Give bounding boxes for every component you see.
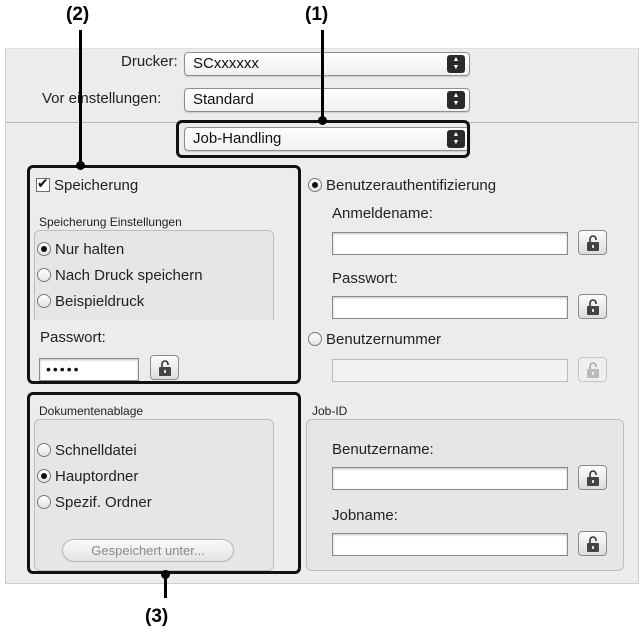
printer-popup-value: SCxxxxxx — [193, 55, 259, 72]
retention-checkbox-box[interactable] — [36, 175, 50, 192]
filing-option-label: Spezif. Ordner — [55, 494, 152, 511]
user-number-field[interactable] — [332, 359, 568, 382]
job-name-field[interactable] — [332, 533, 568, 556]
user-auth-label: Benutzerauthentifizierung — [326, 177, 497, 194]
callout-2-leader — [79, 30, 82, 165]
user-number-option[interactable]: Benutzernummer — [308, 331, 441, 348]
callout-3-leader-dot — [161, 570, 170, 579]
auth-password-label: Passwort: — [332, 270, 398, 287]
auth-password-lock-button[interactable] — [578, 294, 607, 319]
print-dialog-panel: Drucker: SCxxxxxx ▲▼ Vor einstellungen: … — [5, 48, 639, 584]
callout-3-frame — [27, 392, 301, 574]
callout-3-leader — [164, 574, 167, 598]
updown-arrows-icon: ▲▼ — [447, 130, 465, 148]
callout-2-frame — [27, 165, 301, 384]
presets-popup-value: Standard — [193, 91, 254, 108]
radio-quick-file[interactable] — [37, 443, 51, 457]
retention-option-label: Nach Druck speichern — [55, 267, 203, 284]
presets-label: Vor einstellungen: — [42, 90, 162, 107]
radio-store-after-print[interactable] — [37, 268, 51, 282]
filing-option-quick-file[interactable]: Schnelldatei — [37, 442, 137, 459]
callout-1: (1) — [305, 4, 329, 25]
retention-lock-button[interactable] — [150, 355, 179, 380]
lock-icon — [587, 235, 599, 251]
radio-hold-only[interactable] — [37, 242, 51, 256]
job-name-lock-button[interactable] — [578, 531, 607, 556]
callout-1-leader-dot — [318, 116, 327, 125]
login-name-field[interactable] — [332, 232, 568, 255]
lock-icon — [159, 360, 171, 376]
printer-popup[interactable]: SCxxxxxx ▲▼ — [184, 52, 470, 76]
callout-3: (3) — [145, 606, 169, 627]
user-name-lock-button[interactable] — [578, 465, 607, 490]
callout-1-frame — [176, 120, 470, 158]
retention-checkbox-label: Speicherung — [54, 177, 139, 194]
save-as-button[interactable]: Gespeichert unter... — [62, 539, 234, 562]
auth-password-field[interactable] — [332, 296, 568, 319]
user-auth-option[interactable]: Benutzerauthentifizierung — [308, 177, 496, 194]
filing-option-custom-folder[interactable]: Spezif. Ordner — [37, 494, 152, 511]
user-name-field[interactable] — [332, 467, 568, 490]
printer-label: Drucker: — [121, 53, 178, 70]
radio-user-auth[interactable] — [308, 178, 322, 192]
job-name-label: Jobname: — [332, 507, 398, 524]
radio-custom-folder[interactable] — [37, 495, 51, 509]
retention-password-field[interactable]: ••••• — [39, 358, 139, 381]
retention-password-label: Passwort: — [40, 329, 106, 346]
radio-main-folder[interactable] — [37, 469, 51, 483]
retention-option-label: Beispieldruck — [55, 293, 145, 310]
retention-option-sample-print[interactable]: Beispieldruck — [37, 293, 144, 310]
lock-icon — [587, 299, 599, 315]
callout-2: (2) — [66, 4, 90, 25]
lock-icon — [587, 362, 599, 378]
user-number-lock-button[interactable] — [578, 357, 607, 382]
user-name-label: Benutzername: — [332, 441, 434, 458]
retention-option-label: Nur halten — [55, 241, 125, 258]
filing-option-label: Hauptordner — [55, 468, 139, 485]
login-name-label: Anmeldename: — [332, 205, 433, 222]
updown-arrows-icon: ▲▼ — [447, 91, 465, 109]
callout-2-leader-dot — [76, 161, 85, 170]
retention-settings-group — [34, 230, 274, 320]
retention-checkbox[interactable]: Speicherung — [36, 175, 139, 194]
callout-1-leader — [321, 30, 324, 120]
retention-option-store-after-print[interactable]: Nach Druck speichern — [37, 267, 203, 284]
login-lock-button[interactable] — [578, 230, 607, 255]
user-number-label: Benutzernummer — [326, 331, 442, 348]
section-popup[interactable]: Job-Handling ▲▼ — [184, 127, 470, 151]
updown-arrows-icon: ▲▼ — [447, 55, 465, 73]
job-id-title: Job-ID — [312, 404, 348, 418]
filing-option-label: Schnelldatei — [55, 442, 137, 459]
presets-popup[interactable]: Standard ▲▼ — [184, 88, 470, 112]
retention-option-hold-only[interactable]: Nur halten — [37, 241, 124, 258]
filing-option-main-folder[interactable]: Hauptordner — [37, 468, 138, 485]
section-popup-value: Job-Handling — [193, 130, 282, 147]
lock-icon — [587, 536, 599, 552]
lock-icon — [587, 470, 599, 486]
filing-title: Dokumentenablage — [39, 404, 144, 418]
radio-user-number[interactable] — [308, 332, 322, 346]
radio-sample-print[interactable] — [37, 294, 51, 308]
retention-settings-title: Speicherung Einstellungen — [39, 215, 182, 229]
